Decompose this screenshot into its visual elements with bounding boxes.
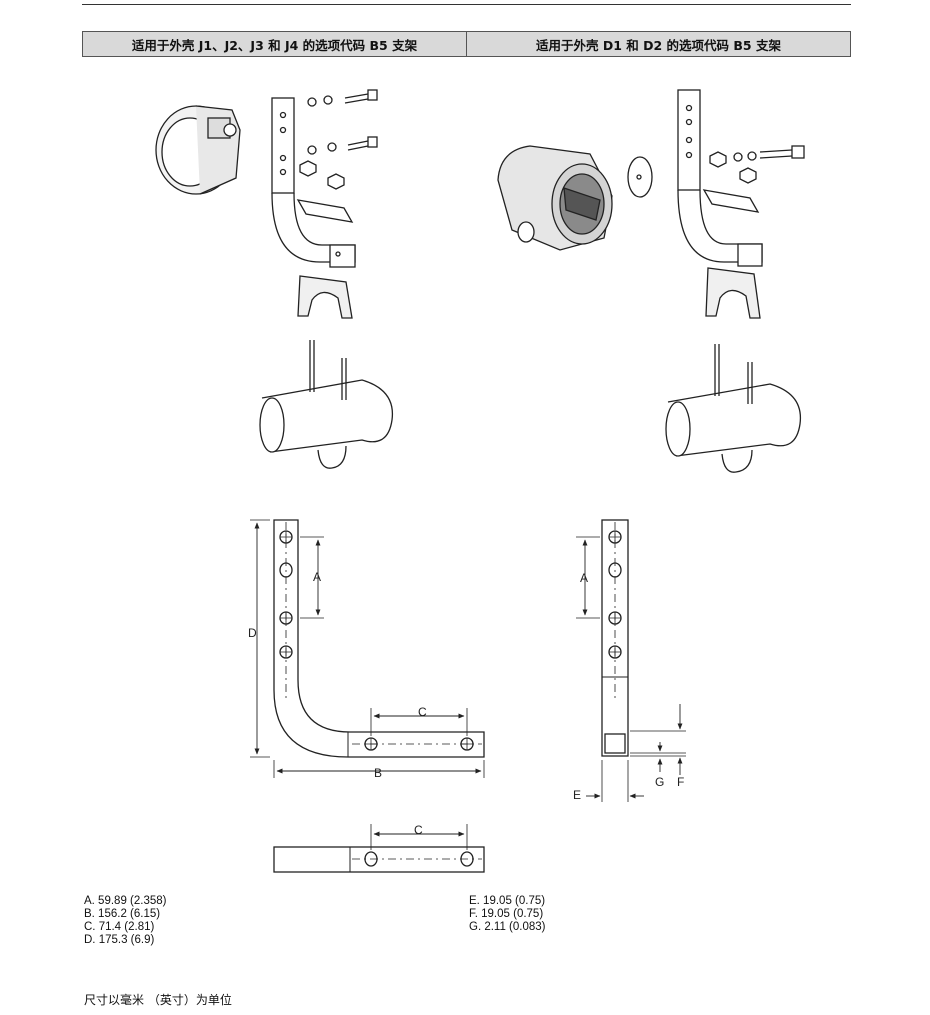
bolts-right	[709, 145, 805, 184]
bracket-vertical-left	[271, 97, 356, 268]
bracket-vertical-right	[677, 89, 763, 267]
plate-left	[296, 199, 354, 223]
left-exploded-assembly	[155, 89, 394, 469]
l-bracket-dimension-view	[250, 519, 485, 778]
top-rule	[82, 4, 851, 5]
header-left-title: 适用于外壳 J1、J2、J3 和 J4 的选项代码 B5 支架	[131, 37, 418, 53]
housing-round-icon	[155, 105, 241, 195]
dimension-C: C. 71.4 (2.81)	[84, 921, 155, 933]
label-C-bottom: C	[414, 823, 423, 837]
label-C-left: C	[418, 705, 427, 719]
label-F: F	[677, 775, 684, 789]
label-D: D	[248, 626, 257, 640]
saddle-left	[297, 275, 353, 319]
washer-large	[627, 156, 653, 198]
housing-explosion-proof-icon	[497, 145, 613, 251]
right-exploded-assembly	[497, 89, 805, 473]
dimension-list-left: A. 59.89 (2.358) B. 156.2 (6.15) C. 71.4…	[84, 895, 166, 947]
label-G: G	[655, 775, 664, 789]
dimension-D: D. 175.3 (6.9)	[84, 934, 155, 946]
pipe-right	[665, 383, 802, 473]
plate-right	[702, 189, 760, 213]
bar-top-view	[273, 824, 485, 873]
saddle-right	[705, 267, 761, 319]
header-table: 适用于外壳 J1、J2、J3 和 J4 的选项代码 B5 支架 适用于外壳 D1…	[82, 31, 851, 57]
pipe-left	[259, 379, 394, 469]
dimension-E: E. 19.05 (0.75)	[469, 895, 546, 907]
dimension-G: G. 2.11 (0.083)	[469, 921, 546, 933]
dimension-A: A. 59.89 (2.358)	[84, 895, 167, 907]
footnote-units: 尺寸以毫米 （英寸）为单位	[84, 993, 232, 1007]
bolts-left	[299, 89, 378, 190]
header-right-title: 适用于外壳 D1 和 D2 的选项代码 B5 支架	[466, 32, 850, 56]
label-B: B	[374, 766, 382, 780]
dimension-list-right: E. 19.05 (0.75) F. 19.05 (0.75) G. 2.11 …	[469, 895, 546, 934]
label-A-left: A	[313, 570, 321, 584]
dimension-B: B. 156.2 (6.15)	[84, 908, 161, 920]
dimension-F: F. 19.05 (0.75)	[469, 908, 544, 920]
label-E: E	[573, 788, 581, 802]
bar-side-dimension-view	[576, 519, 686, 802]
label-A-right: A	[580, 571, 588, 585]
